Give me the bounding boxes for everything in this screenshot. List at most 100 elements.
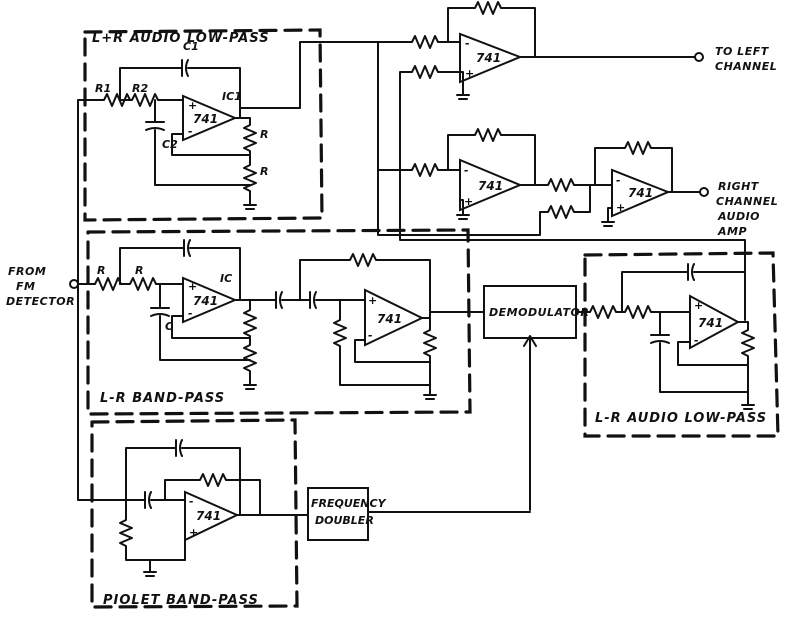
label-r-bottom: R xyxy=(260,165,268,178)
input-label-line2: FM xyxy=(16,280,35,293)
capacitor-c-ground xyxy=(150,283,251,361)
opamp-right-plus: + xyxy=(616,201,625,214)
opamp-pilot xyxy=(184,490,240,542)
opamp-ic1-plus: + xyxy=(188,99,197,112)
opamp-left-channel xyxy=(459,32,523,84)
left-output-label-line2: CHANNEL xyxy=(715,60,777,73)
right-output-label-line3: AUDIO xyxy=(717,210,760,223)
input-label-line3: DETECTOR xyxy=(6,295,75,308)
opamp-lrlp-plus: + xyxy=(694,299,703,312)
opamp-lr-lowpass xyxy=(689,294,741,350)
pilot-series-cap xyxy=(125,491,186,509)
resistor-r1 xyxy=(99,93,131,107)
opamp-right-channel-label: 741 xyxy=(628,186,653,200)
matrix-right-channel: 741 - + 741 - + RIGHT CHANNEL AUDIO AMP xyxy=(377,41,778,276)
label-c1: C1 xyxy=(183,40,199,53)
bandpass-stage2-output-divider xyxy=(421,317,437,400)
opamp-pilot-label: 741 xyxy=(196,509,221,523)
opamp-bp2-minus: - xyxy=(368,329,373,342)
lr-lowpass-ground-cap xyxy=(650,311,749,393)
label-r1: R1 xyxy=(95,82,111,95)
lr-diff-bandpass-filter: R R C 741 + - IC 741 + - xyxy=(89,239,485,400)
opamp-right-inv-minus: - xyxy=(464,164,469,177)
right-sum-resistor-b xyxy=(464,184,591,236)
opamp-ic-minus: - xyxy=(188,307,193,320)
opamp-ic xyxy=(182,276,238,324)
resistor-r-a xyxy=(89,277,122,291)
label-r2: R2 xyxy=(132,82,148,95)
demodulator-carrier-input xyxy=(523,335,537,511)
resistor-r-b xyxy=(119,277,161,291)
block-outline-lr-sum-lowpass xyxy=(83,28,324,222)
left-output-wire xyxy=(456,56,696,100)
label-r-b: R xyxy=(135,264,143,277)
block-outline-lr-diff-bandpass xyxy=(86,228,472,416)
right-inverter-ground xyxy=(456,199,470,220)
demodulator-label: DEMODULATOR xyxy=(489,306,589,319)
left-output-terminal xyxy=(694,52,704,62)
opamp-ic-plus: + xyxy=(188,280,197,293)
lr-lowpass-output-divider xyxy=(737,321,755,410)
block-title-lr-diff-bandpass: L-R BAND-PASS xyxy=(100,391,225,406)
opamp-ic-label: 741 xyxy=(193,294,218,308)
lr-diff-lowpass-filter: 741 + - xyxy=(621,263,755,410)
block-title-pilot-bandpass: PIOLET BAND-PASS xyxy=(103,593,259,608)
left-second-input-resistor xyxy=(399,65,461,236)
lr-sum-wiring xyxy=(164,99,251,156)
pilot-bandpass-filter: 741 - + xyxy=(119,439,309,577)
opamp-bandpass-stage2-label: 741 xyxy=(377,312,402,326)
opamp-right-channel xyxy=(611,168,671,218)
coupling-capacitors xyxy=(249,291,366,309)
lr-lowpass-neg-wire xyxy=(677,341,749,366)
pilot-ground xyxy=(143,531,186,577)
opamp-lrlp-minus: - xyxy=(694,334,699,347)
opamp-right-inverter-label: 741 xyxy=(478,179,503,193)
opamp-right-inv-plus: + xyxy=(464,195,473,208)
demod-output-resistors xyxy=(575,305,691,319)
right-sum-resistor-a xyxy=(519,178,616,192)
capacitor-c2 xyxy=(145,99,251,186)
bandpass-stage1-wiring xyxy=(159,283,251,339)
bandpass-stage2-neg-wire xyxy=(354,339,431,363)
opamp-ic1-label: 741 xyxy=(193,112,218,126)
lr-lowpass-feedback-cap xyxy=(621,263,746,321)
pilot-feedback-resistor xyxy=(164,473,261,516)
opamp-right-minus: - xyxy=(616,174,621,187)
resistor-r2 xyxy=(119,93,166,107)
right-output-terminal xyxy=(699,187,709,197)
right-output-label-line2: CHANNEL xyxy=(716,195,778,208)
frequency-doubler-box xyxy=(307,487,369,541)
opamp-left-minus: - xyxy=(465,37,470,50)
label-ic: IC xyxy=(220,272,232,285)
label-r-a: R xyxy=(97,264,105,277)
opamp-pilot-plus: + xyxy=(189,526,198,539)
matrix-bus-wires xyxy=(377,41,746,276)
pilot-feedback-cap xyxy=(125,439,241,516)
block-outline-pilot-bandpass xyxy=(90,418,299,609)
right-feedback-resistor xyxy=(447,128,536,186)
label-c: C xyxy=(165,320,173,333)
label-c2: C2 xyxy=(162,138,178,151)
block-title-lr-sum-lowpass: L+R AUDIO LOW-PASS xyxy=(92,31,270,46)
right-channel-ground xyxy=(601,207,615,227)
resistor-divider-r xyxy=(234,117,257,210)
right-output-label-line4: AMP xyxy=(717,225,747,238)
lr-sum-output-wire xyxy=(239,41,379,119)
opamp-right-inverter xyxy=(459,158,523,212)
right-output-label-line1: RIGHT xyxy=(718,180,760,193)
opamp-pilot-minus: - xyxy=(189,495,194,508)
label-r-top: R xyxy=(260,128,268,141)
frequency-doubler-label-line1: FREQUENCY xyxy=(311,497,387,510)
right-input-resistor xyxy=(377,163,461,177)
bandpass-stage2-input-resistor xyxy=(333,299,431,386)
capacitor-c-feedback xyxy=(119,239,241,301)
bandpass-stage2-feedback xyxy=(299,253,431,319)
opamp-bp2-plus: + xyxy=(368,294,377,307)
block-title-lr-diff-lowpass: L-R AUDIO LOW-PASS xyxy=(595,411,767,426)
opamp-lr-lowpass-label: 741 xyxy=(698,316,723,330)
left-feedback-resistor xyxy=(447,1,536,58)
opamp-ic1-minus: - xyxy=(188,125,193,138)
frequency-doubler-label-line2: DOUBLER xyxy=(315,514,374,527)
